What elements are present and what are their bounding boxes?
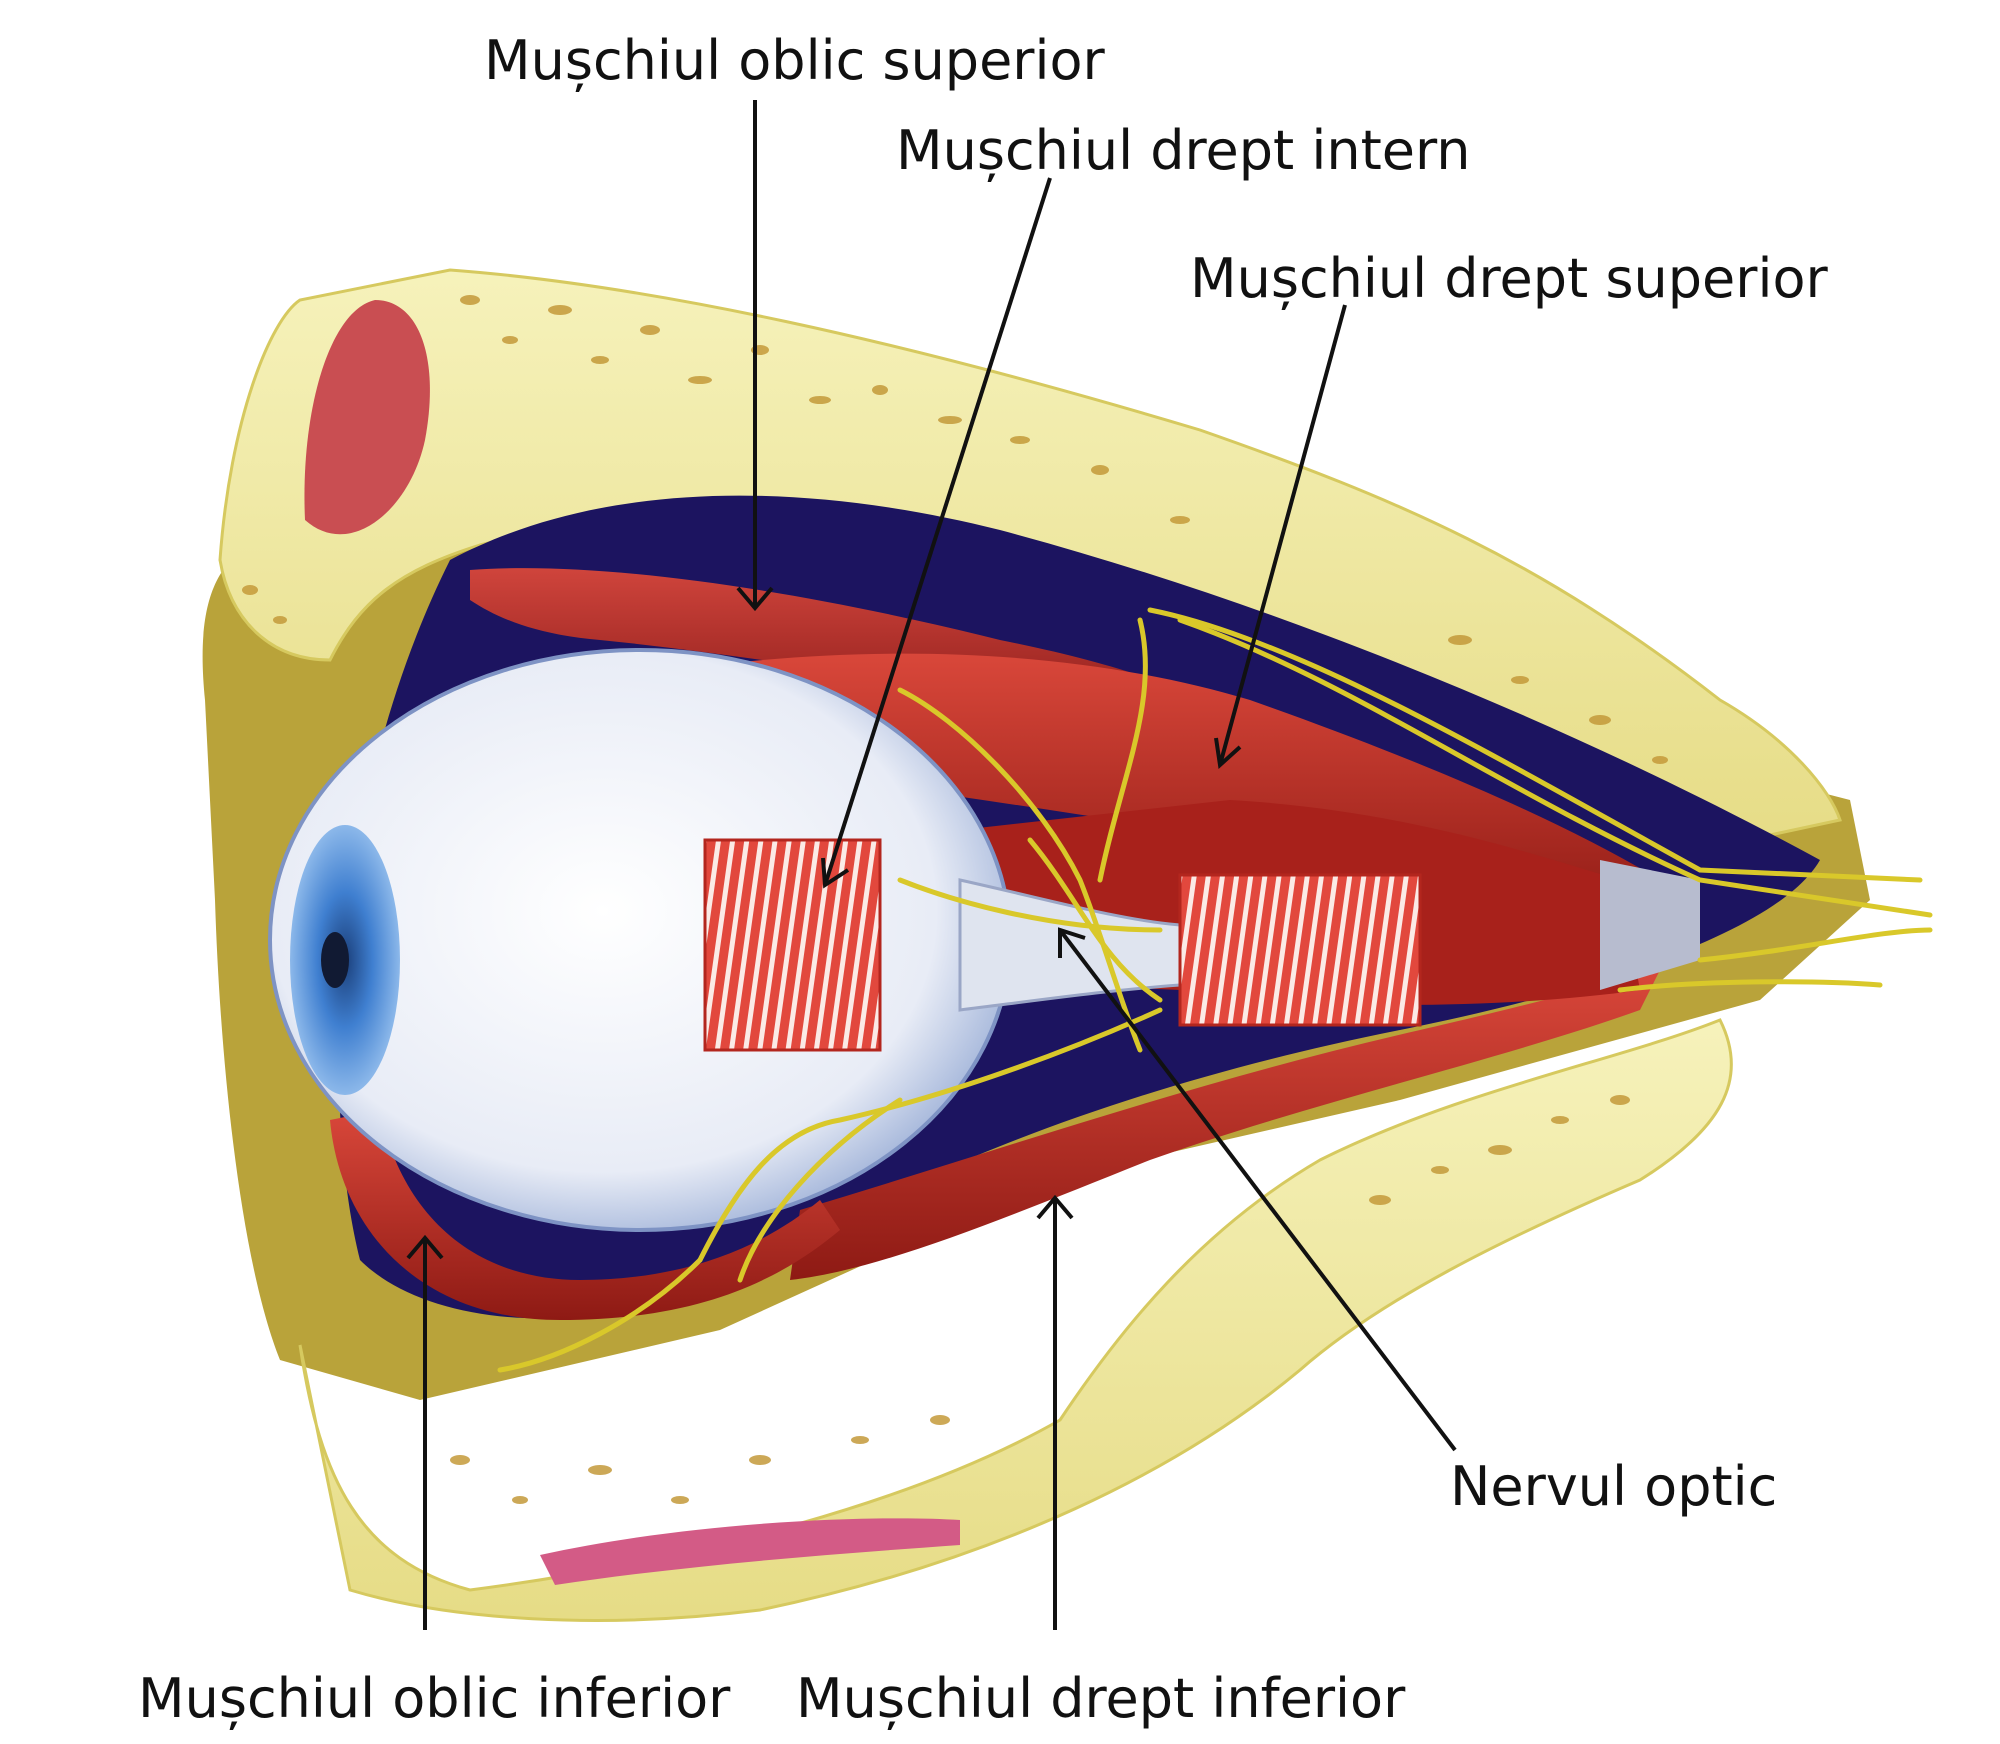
pupil	[321, 932, 349, 988]
label-superior-oblique: Mușchiul oblic superior	[484, 29, 1105, 92]
annulus-tendon	[1600, 860, 1700, 990]
label-medial-rectus: Mușchiul drept intern	[896, 119, 1471, 182]
bone-texture	[242, 295, 1668, 1504]
label-superior-rectus: Mușchiul drept superior	[1190, 247, 1828, 310]
label-inferior-rectus: Mușchiul drept inferior	[796, 1667, 1406, 1730]
label-inferior-oblique: Mușchiul oblic inferior	[138, 1667, 731, 1730]
inferior-rectus-muscle	[790, 970, 1660, 1280]
label-optic-nerve: Nervul optic	[1450, 1455, 1778, 1518]
lower-sinus	[540, 1518, 960, 1585]
pointer-lines	[406, 100, 1457, 1630]
lateral-rectus-cut	[1178, 873, 1422, 1027]
medial-rectus-cut	[703, 838, 882, 1052]
sinus-red	[304, 300, 430, 535]
inferior-oblique-muscle	[330, 1110, 840, 1320]
nerves	[497, 607, 1933, 1373]
